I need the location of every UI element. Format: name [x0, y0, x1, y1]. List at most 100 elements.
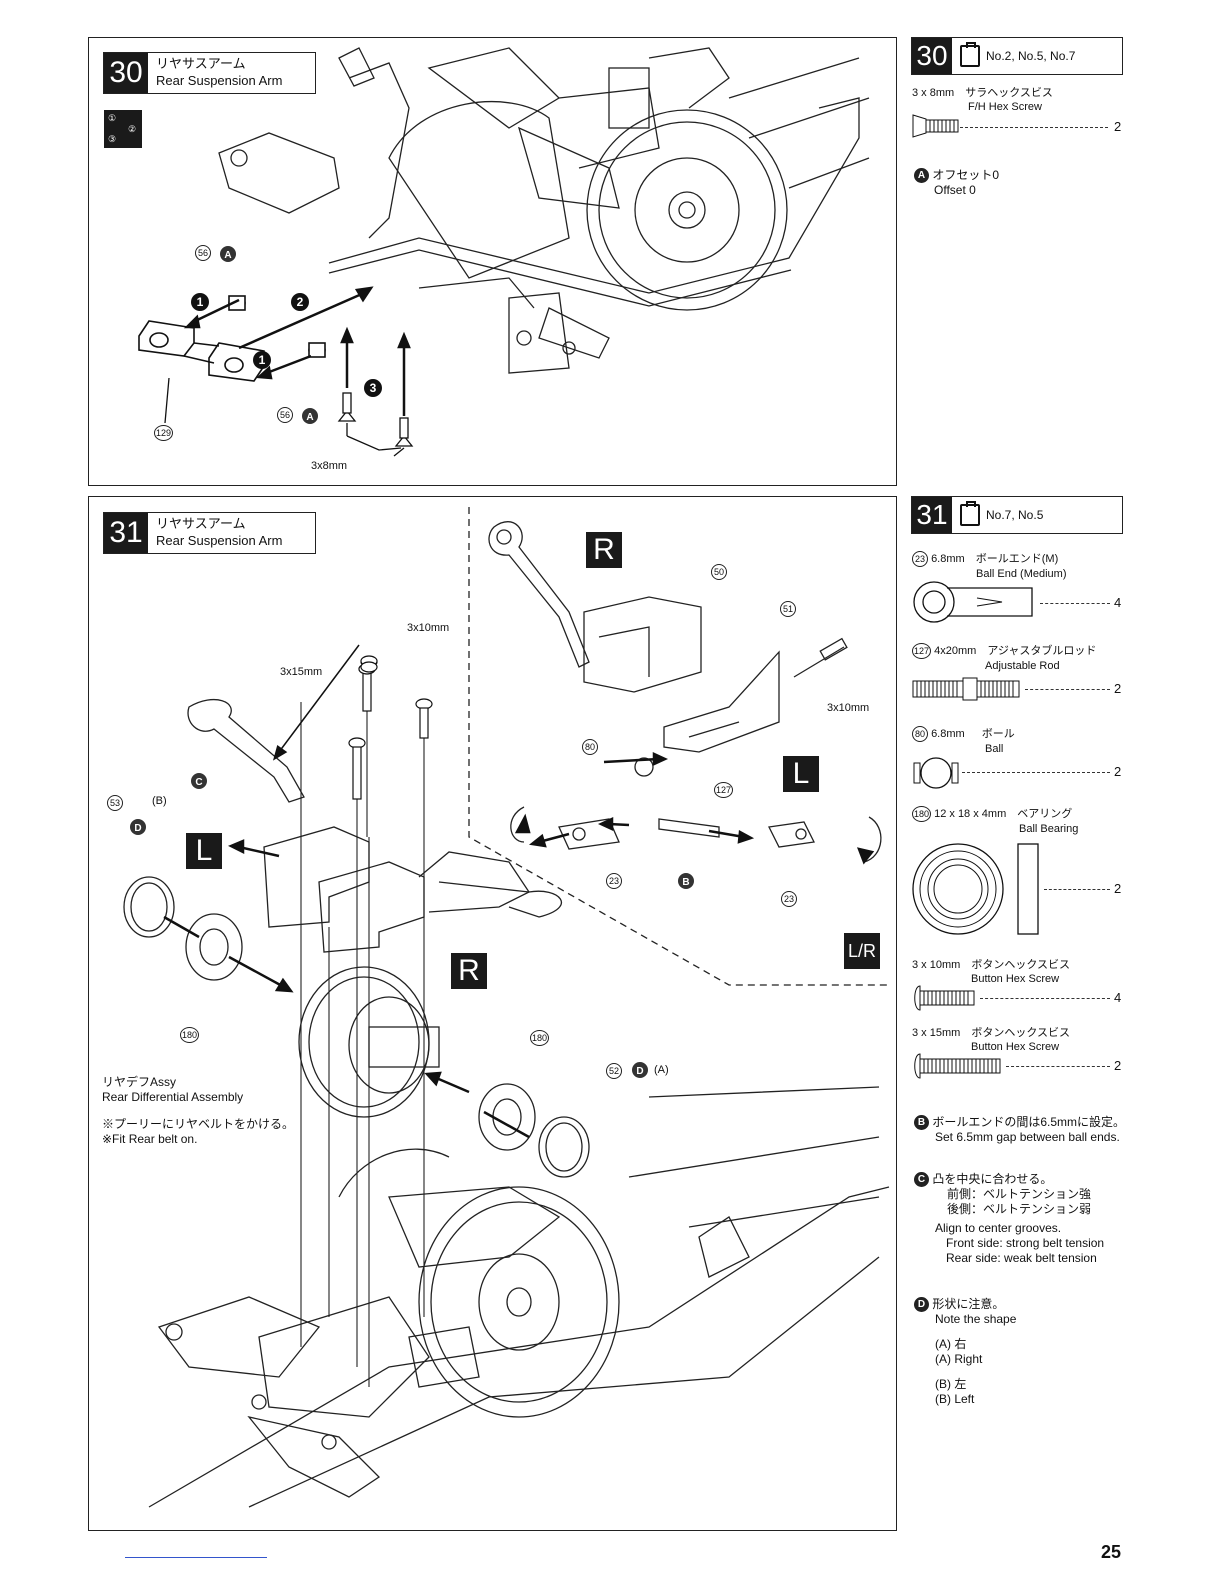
inset-badge-L: L [783, 756, 819, 792]
step30-title-en: Rear Suspension Arm [156, 73, 283, 88]
part-size: 3 x 10mm [912, 959, 961, 971]
button-screw-icon [914, 985, 975, 1011]
svg-text:3: 3 [370, 381, 377, 395]
side-part-button-screw-10: 3 x 10mm ボタンヘックスビス Button Hex Screw [912, 958, 1070, 986]
note-d-b-en: (B) Left [935, 1392, 975, 1407]
ball-end-icon [913, 581, 1033, 623]
step31-label-part53: 53 [107, 795, 123, 811]
part-name-en: Button Hex Screw [971, 1041, 1060, 1053]
qty-leader [980, 998, 1110, 999]
note-c-jp3: 後側：ベルトテンション弱 [947, 1202, 1092, 1217]
step30-screw-qty: 2 [1114, 119, 1122, 134]
part-name-jp: ボタンヘックスビス [971, 959, 1071, 971]
svg-text:A: A [224, 250, 231, 261]
step31-label-part51: 51 [780, 601, 796, 617]
ball-icon [913, 757, 959, 789]
part-name-jp: アジャスタブルロッド [987, 644, 1097, 657]
note-c-en3: Rear side: weak belt tension [946, 1251, 1097, 1266]
step31-number: 31 [104, 513, 148, 553]
step31-title-en: Rear Suspension Arm [156, 533, 283, 548]
svg-text:B: B [682, 877, 689, 888]
step31-label-screw-3x10-inset: 3x10mm [827, 702, 870, 714]
svg-text:A: A [306, 412, 313, 423]
step30-number: 30 [104, 53, 148, 93]
note-d-en: Note the shape [935, 1312, 1017, 1327]
step30-label-part56-bottom: 56 [277, 407, 293, 423]
note-b-marker: B [914, 1115, 929, 1131]
step30-bag-list: No.2, No.5, No.7 [986, 49, 1076, 63]
qty-leader [962, 772, 1110, 773]
footer-link-rule [125, 1557, 267, 1558]
qty-leader [1040, 603, 1110, 604]
step30-title-jp: リヤサスアーム [156, 56, 246, 71]
qty-leader [1006, 1066, 1110, 1067]
note-c-jp2: 前側：ベルトテンション強 [947, 1187, 1092, 1202]
note-a-en: Offset 0 [934, 183, 976, 198]
step31-title-jp: リヤサスアーム [156, 516, 246, 531]
step30-header: 30 リヤサスアーム Rear Suspension Arm [103, 52, 316, 94]
step31-label-part80: 80 [582, 739, 598, 755]
part-number: 180 [912, 806, 932, 822]
part-size: 12 x 18 x 4mm [934, 807, 1007, 820]
step30-chassis-drawing: 1 2 1 3 A A [138, 47, 870, 457]
part-number: 23 [912, 551, 928, 567]
adjustable-rod-qty: 2 [1114, 681, 1122, 696]
part-size: 3 x 15mm [912, 1027, 961, 1039]
rear-diff-jp: リヤデフAssy [102, 1075, 177, 1089]
step30-side-header: 30 No.2, No.5, No.7 [911, 37, 1123, 75]
svg-text:1: 1 [197, 295, 204, 309]
svg-text:1: 1 [259, 353, 266, 367]
qty-leader [1044, 889, 1110, 890]
step31-label-part23-left: 23 [606, 873, 622, 889]
step31-label-option-b: (B) [152, 795, 167, 807]
ball-end-qty: 4 [1114, 595, 1122, 610]
note-d-a-en: (A) Right [935, 1352, 983, 1367]
rear-diff-label: リヤデフAssy Rear Differential Assembly [102, 1075, 243, 1105]
note-c-marker: C [914, 1172, 929, 1188]
step31-panel: 31 リヤサスアーム Rear Suspension Arm [88, 496, 897, 1531]
note-d-marker: D [914, 1297, 929, 1313]
note-b: B ボールエンドの間は6.5mmに設定。 Set 6.5mm gap betwe… [914, 1115, 1125, 1145]
part-name-en: Ball Bearing [1019, 823, 1079, 835]
step30-label-part129: 129 [154, 425, 174, 441]
side-part-adjustable-rod: 127 4x20mm アジャスタブルロッド Adjustable Rod [912, 643, 1096, 673]
part-name-jp: ボールエンド(M) [975, 552, 1059, 565]
step31-assembly-drawing: D C D B [123, 507, 890, 1508]
svg-text:C: C [195, 777, 202, 788]
order-icon: ① ② ③ [104, 110, 142, 148]
belt-note-jp: ※プーリーにリヤベルトをかける。 [102, 1117, 295, 1131]
qty-leader [960, 127, 1108, 128]
flat-head-screw-icon [912, 114, 959, 138]
lr-badge: L/R [844, 933, 880, 969]
step30-panel: 30 リヤサスアーム Rear Suspension Arm ① ② ③ [88, 37, 897, 486]
part-number: 127 [912, 643, 932, 659]
svg-text:D: D [636, 1066, 643, 1077]
qty-leader [1025, 689, 1110, 690]
adjustable-rod-icon [912, 677, 1020, 701]
step31-label-part50: 50 [711, 564, 727, 580]
ball-qty: 2 [1114, 764, 1122, 779]
main-badge-L: L [186, 833, 222, 869]
step31-label-screw-3x10-top: 3x10mm [407, 622, 450, 634]
note-c-en1: Align to center grooves. [935, 1221, 1062, 1236]
side-part-button-screw-15: 3 x 15mm ボタンヘックスビス Button Hex Screw [912, 1026, 1070, 1054]
step31-header: 31 リヤサスアーム Rear Suspension Arm [103, 512, 316, 554]
part-name-en: F/H Hex Screw [968, 101, 1042, 113]
part-name-jp: ベアリング [1017, 807, 1073, 820]
rear-diff-en: Rear Differential Assembly [102, 1090, 244, 1104]
step31-side-header: 31 No.7, No.5 [911, 496, 1123, 534]
button-screw-long-icon [914, 1053, 1001, 1079]
note-c-jp1: 凸を中央に合わせる。 [932, 1172, 1053, 1186]
ball-bearing-icon [912, 843, 1039, 935]
side-part-ball-end: 23 6.8mm ボールエンド(M) Ball End (Medium) [912, 551, 1066, 581]
step31-label-part52: 52 [606, 1063, 622, 1079]
svg-text:2: 2 [297, 295, 304, 309]
note-b-jp: ボールエンドの間は6.5mmに設定。 [932, 1115, 1126, 1129]
step31-label-part127: 127 [714, 782, 734, 798]
inset-badge-R: R [586, 532, 622, 568]
part-name-en: Ball End (Medium) [976, 568, 1067, 580]
step31-label-part180-right: 180 [530, 1030, 550, 1046]
step31-label-option-a: (A) [654, 1064, 669, 1076]
note-d: D 形状に注意。 Note the shape (A) 右 (A) Right … [914, 1297, 1016, 1407]
part-size: 3 x 8mm [912, 87, 955, 99]
